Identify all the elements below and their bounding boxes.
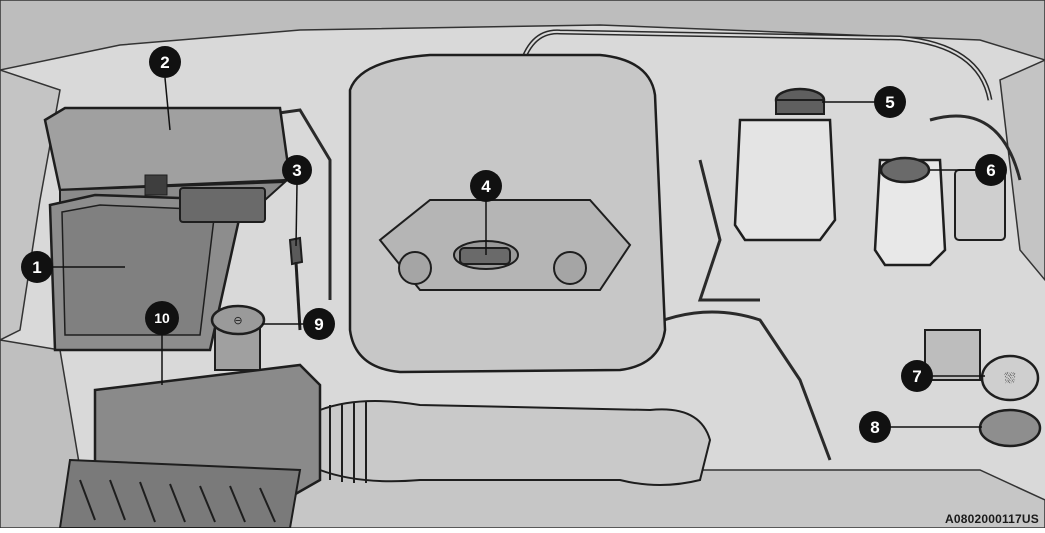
callout-label-1: 1 [32,258,41,277]
callout-7: 7 [901,360,933,392]
callout-label-7: 7 [912,367,921,386]
callout-label-8: 8 [870,418,879,437]
callout-label-9: 9 [314,315,323,334]
auxiliary-reservoir-cap [980,410,1040,446]
callout-label-10: 10 [154,310,170,326]
brake-fluid-cap [881,158,929,182]
callout-8: 8 [859,411,891,443]
callout-label-6: 6 [986,161,995,180]
battery-terminal-cover [180,188,265,222]
callout-label-5: 5 [885,93,894,112]
callout-2: 2 [149,46,181,78]
figure-code: A0802000117US [945,512,1039,526]
callout-5: 5 [874,86,906,118]
callout-10: 10 [145,301,179,335]
callout-label-4: 4 [481,177,491,196]
callout-1: 1 [21,251,53,283]
coolant-reservoir [735,120,835,240]
callout-label-3: 3 [292,161,301,180]
air-intake-duct [320,401,710,485]
callout-label-2: 2 [160,53,169,72]
callout-3: 3 [282,155,312,185]
callout-6: 6 [975,154,1007,186]
power-steering-symbol-icon: ⊖ [233,314,242,327]
callout-9: 9 [303,308,335,340]
windshield-washer-icon: ⛆ [1004,371,1015,387]
callout-4: 4 [470,170,502,202]
